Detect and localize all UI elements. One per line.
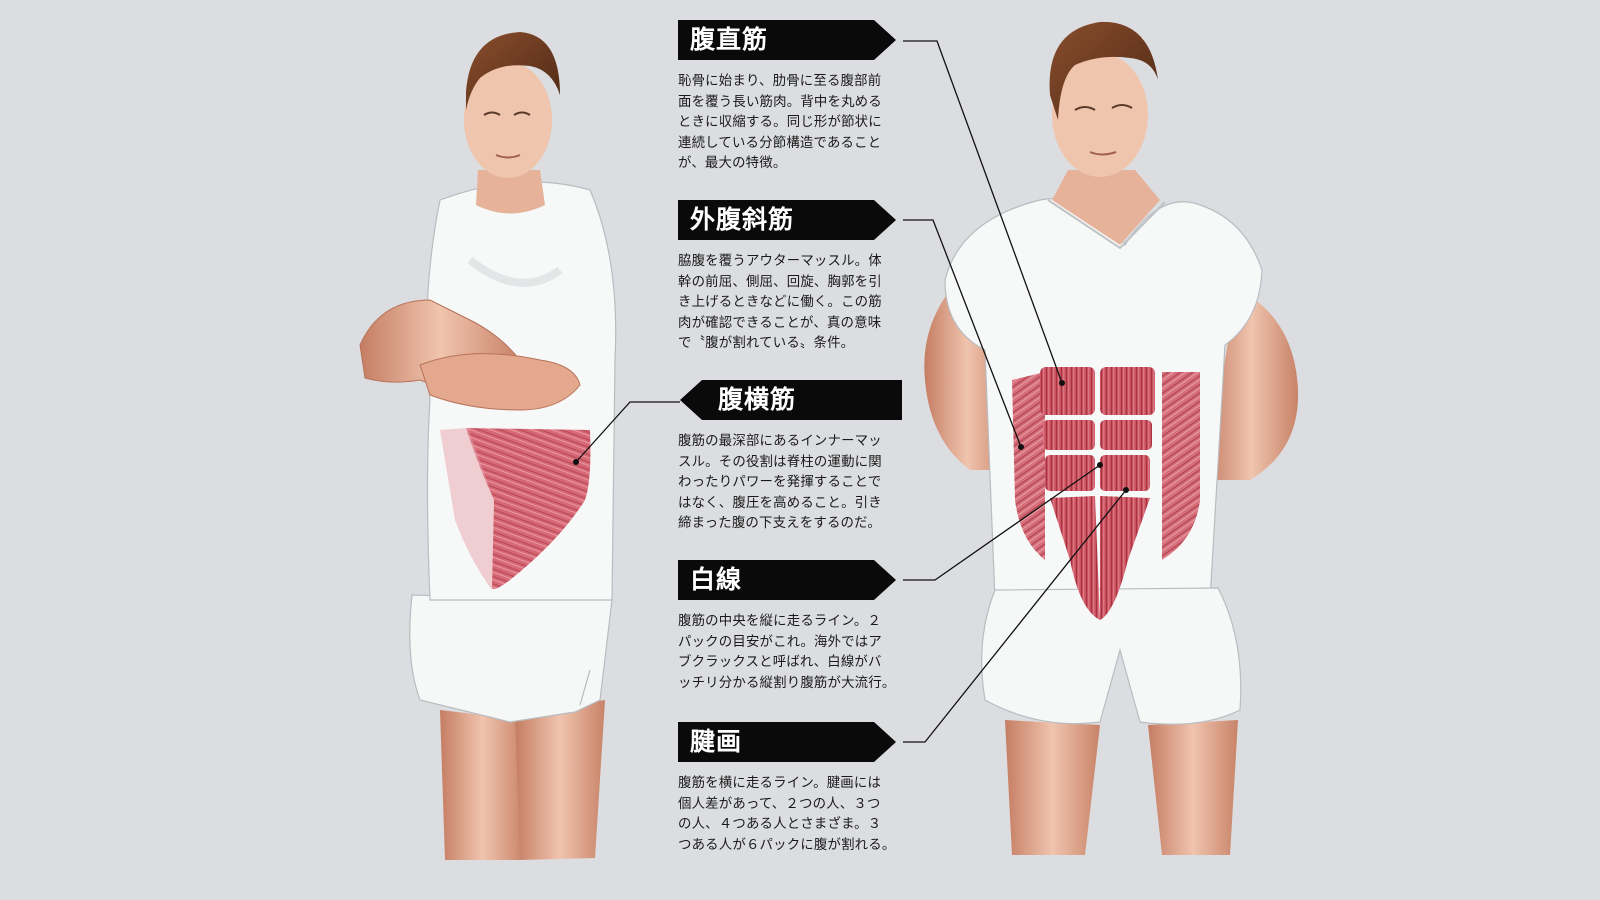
leader-dots: [573, 380, 1129, 493]
desc-line: き上げるときなどに働く。この筋: [678, 295, 882, 310]
desc-linea-alba: 腹筋の中央を縦に走るライン。２ パックの目安がこれ。海外ではア ブクラックスと呼…: [678, 612, 914, 694]
label-transversus-abdominis: 腹横筋: [680, 380, 902, 420]
desc-line: で〝腹が割れている〟条件。: [678, 336, 855, 351]
desc-rectus-abdominis: 恥骨に始まり、肋骨に至る腹部前 面を覆う長い筋肉。背中を丸める ときに収縮する。…: [678, 72, 914, 175]
callout-external-oblique: 外腹斜筋 脇腹を覆うアウターマッスル。体 幹の前屈、側屈、回旋、胸郭を引 き上げ…: [678, 200, 928, 355]
desc-line: の人、４つある人とさまざま。３: [678, 817, 882, 832]
callout-transversus-abdominis: 腹横筋 腹筋の最深部にあるインナーマッ スル。その役割は脊柱の運動に関 わったり…: [678, 380, 928, 535]
desc-line: 腹筋の中央を縦に走るライン。２: [678, 614, 882, 629]
desc-line: スル。その役割は脊柱の運動に関: [678, 454, 882, 470]
label-rectus-abdominis: 腹直筋: [678, 20, 896, 60]
desc-line: 幹の前屈、側屈、回旋、胸郭を引: [678, 274, 882, 290]
desc-line: 恥骨に始まり、肋骨に至る腹部前: [678, 74, 882, 89]
desc-line: ときに収縮する。同じ形が節状に: [678, 115, 882, 130]
callout-tendinous-intersection: 腱画 腹筋を横に走るライン。腱画には 個人差があって、２つの人、３つ の人、４つ…: [678, 722, 928, 856]
desc-line: わったりパワーを発揮することで: [678, 475, 882, 490]
desc-line: ブクラックスと呼ばれ、白線がバ: [678, 655, 882, 670]
desc-line: 肉が確認できることが、真の意味: [678, 315, 882, 331]
desc-line: パックの目安がこれ。海外ではア: [678, 634, 882, 650]
desc-line: 個人差があって、２つの人、３つ: [678, 796, 881, 812]
label-external-oblique: 外腹斜筋: [678, 200, 896, 240]
desc-line: 腹筋の最深部にあるインナーマッ: [678, 434, 882, 449]
desc-line: 連続している分節構造であること: [678, 135, 882, 151]
callout-linea-alba: 白線 腹筋の中央を縦に走るライン。２ パックの目安がこれ。海外ではア ブクラック…: [678, 560, 928, 694]
desc-line: 脇腹を覆うアウターマッスル。体: [678, 254, 882, 269]
desc-tendinous-intersection: 腹筋を横に走るライン。腱画には 個人差があって、２つの人、３つ の人、４つある人…: [678, 774, 914, 856]
desc-line: つある人が６パックに腹が割れる。: [678, 837, 896, 853]
desc-line: 締まった腹の下支えをするのだ。: [678, 516, 881, 531]
desc-line: ッチリ分かる縦割り腹筋が大流行。: [678, 675, 896, 691]
label-linea-alba: 白線: [678, 560, 896, 600]
desc-line: 腹筋を横に走るライン。腱画には: [678, 776, 882, 791]
desc-line: はなく、腹圧を高めること。引き: [678, 495, 882, 511]
left-figure: [359, 32, 617, 860]
desc-transversus-abdominis: 腹筋の最深部にあるインナーマッ スル。その役割は脊柱の運動に関 わったりパワーを…: [678, 432, 914, 535]
right-figure: [924, 21, 1299, 855]
leader-lines: [575, 40, 1127, 743]
callout-rectus-abdominis: 腹直筋 恥骨に始まり、肋骨に至る腹部前 面を覆う長い筋肉。背中を丸める ときに収…: [678, 20, 928, 175]
desc-line: が、最大の特徴。: [678, 156, 787, 171]
desc-line: 面を覆う長い筋肉。背中を丸める: [678, 94, 882, 110]
desc-external-oblique: 脇腹を覆うアウターマッスル。体 幹の前屈、側屈、回旋、胸郭を引 き上げるときなど…: [678, 252, 914, 355]
label-tendinous-intersection: 腱画: [678, 722, 896, 762]
rectus-abdominis-muscle: [1040, 367, 1155, 620]
